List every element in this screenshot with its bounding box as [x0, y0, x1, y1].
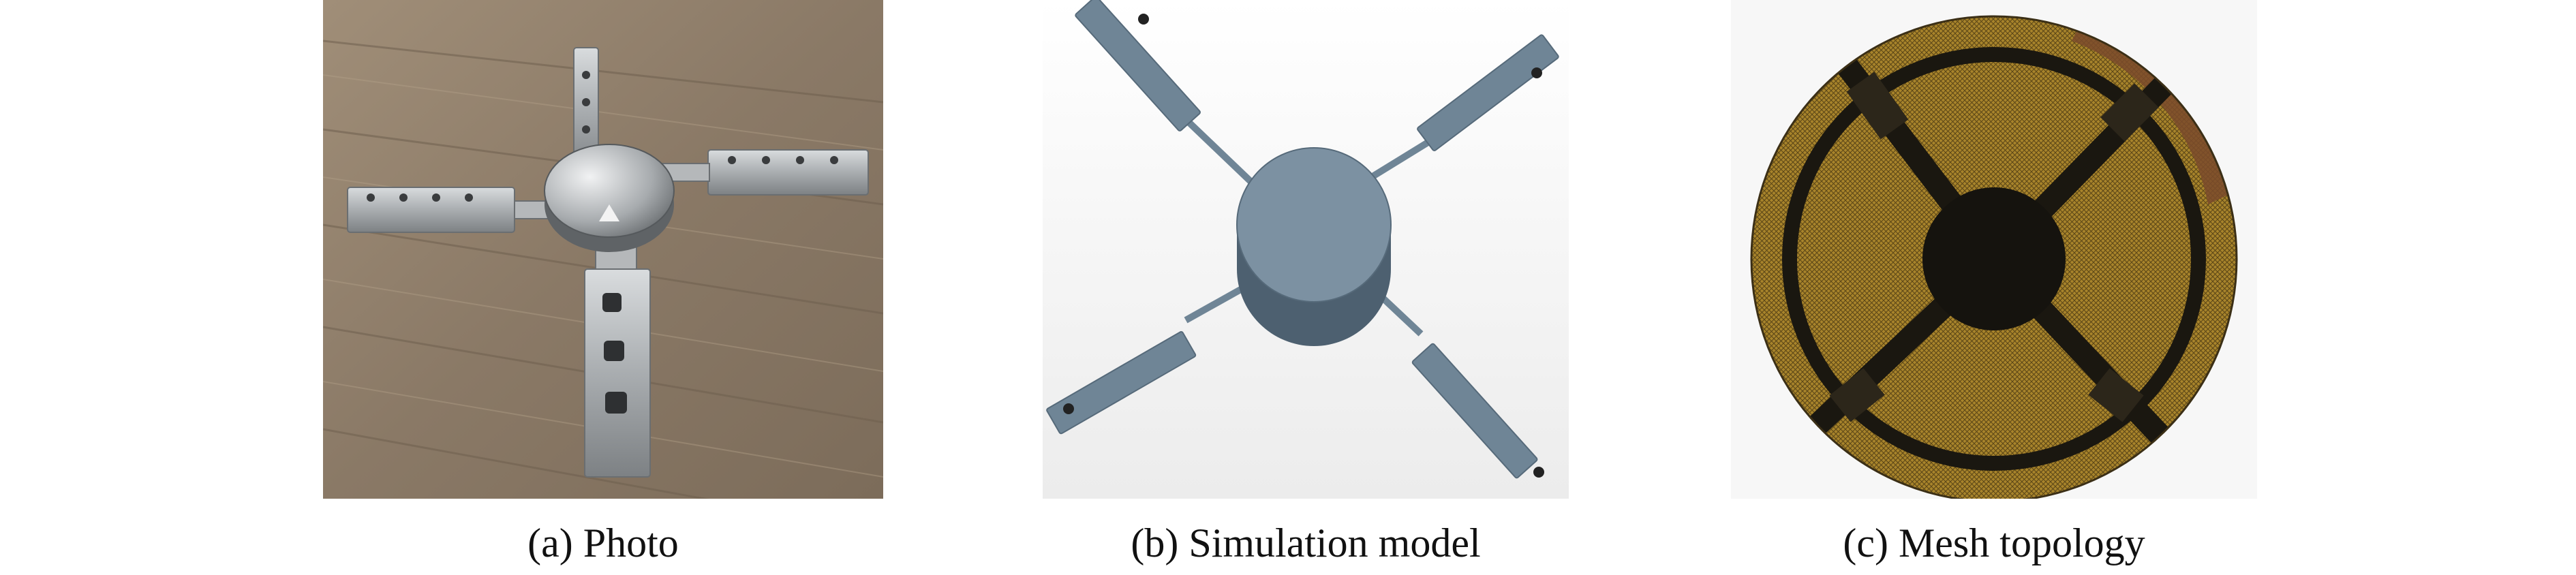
simulation-model-panel [1043, 0, 1569, 499]
photo-panel [323, 0, 883, 499]
mesh-topology-image [1731, 0, 2257, 499]
simulation-model-image [1043, 0, 1569, 499]
mesh-topology-panel [1731, 0, 2257, 499]
caption-photo: (a) Photo [527, 520, 679, 565]
photo-image [323, 0, 883, 499]
caption-simulation-model: (b) Simulation model [1131, 520, 1481, 565]
caption-mesh-topology: (c) Mesh topology [1843, 520, 2145, 565]
